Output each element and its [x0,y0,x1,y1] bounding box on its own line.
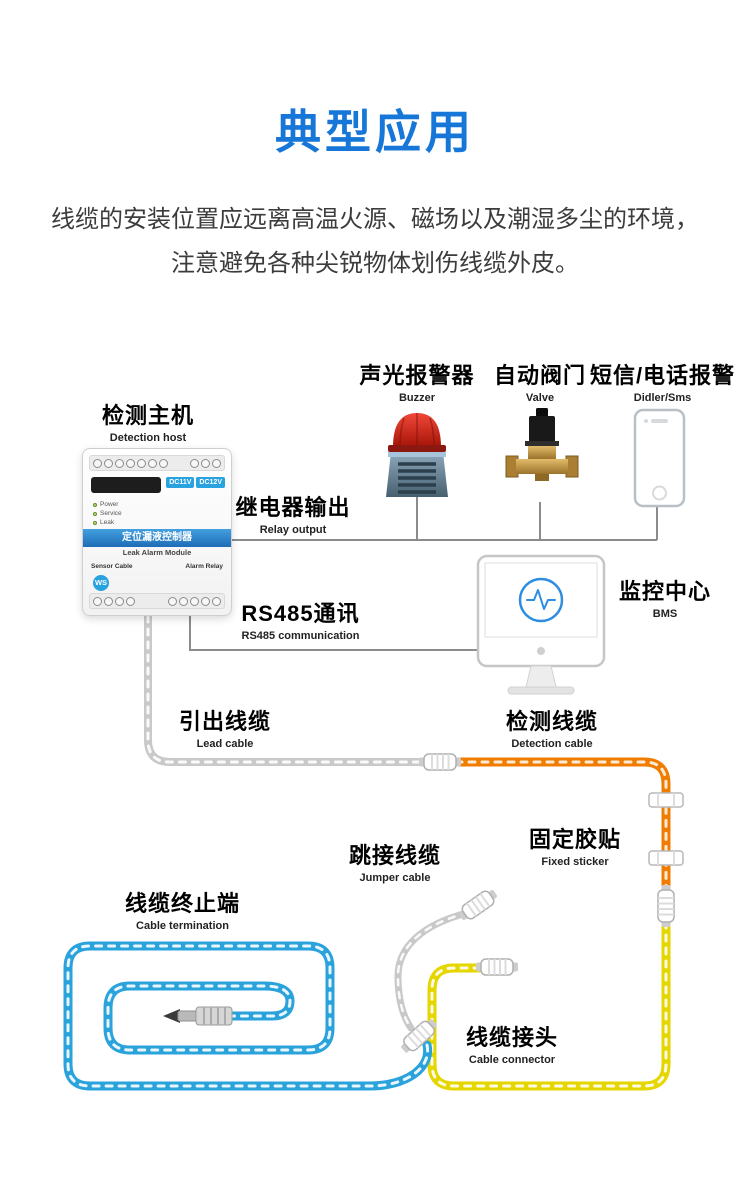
connector-jumper-top [455,885,501,925]
power-chips: DC11V DC12V [166,477,225,488]
label-cable-connector: 线缆接头 Cable connector [465,1025,558,1066]
terminal-strip-bottom [89,593,225,609]
connector-lead-detection [418,753,462,771]
power-led-label: Power [100,501,119,508]
label-monitor-center: 监控中心 BMS [618,579,711,620]
label-jumper-cable: 跳接线缆 Jumper cable [348,843,441,884]
valve-icon [505,408,579,481]
device-display [91,477,161,493]
label-buzzer: 声光报警器 Buzzer [359,363,475,404]
device-name-cn: 定位漏液控制器 [83,529,231,547]
chip-dc12v: DC12V [196,477,225,488]
label-cable-termination: 线缆终止端 Cable termination [124,891,240,932]
status-leds: Power Service Leak [93,501,122,528]
leak-led [93,520,97,525]
termination-end-icon [163,1006,233,1026]
fixed-sticker-clips [648,792,684,866]
leak-led-label: Leak [100,519,115,526]
label-fixed-sticker: 固定胶贴 Fixed sticker [528,827,621,868]
terminal-strip-top [89,455,225,471]
description-line-2: 注意避免各种尖锐物体划伤线缆外皮。 [171,250,579,277]
connector-yellow-end [475,958,519,976]
rs485-line [189,616,478,651]
monitor-icon [476,554,606,695]
description-line-1: 线缆的安装位置应远离高温火源、磁场以及潮湿多尘的环境， [51,206,699,233]
label-detection-host: 检测主机 Detection host [101,403,194,444]
label-lead-cable: 引出线缆 Lead cable [178,709,271,750]
page-title: 典型应用 [275,106,475,158]
buzzer-icon [386,413,448,497]
page-description: 线缆的安装位置应远离高温火源、磁场以及潮湿多尘的环境， 注意避免各种尖锐物体划伤… [0,198,750,286]
device-name-en: Leak Alarm Module [122,548,192,557]
terminal-group [190,458,221,468]
leak-controller-device: DC11V DC12V Power Service Leak 定位漏液控制器 L… [82,448,232,616]
service-led-label: Service [100,510,122,517]
signal-lines [189,497,658,651]
sensor-cable-port-label: Sensor Cable [91,563,133,570]
chip-dc11v: DC11V [166,477,195,488]
phone-icon [633,408,686,508]
label-sms-alarm: 短信/电话报警 Didler/Sms [589,363,736,404]
brand-logo: WS [93,575,109,591]
terminal-group [93,458,168,468]
label-rs485: RS485通讯 RS485 communication [241,601,360,642]
device-ports: Sensor Cable Alarm Relay [91,563,223,570]
alarm-relay-port-label: Alarm Relay [185,563,223,570]
label-valve: 自动阀门 Valve [493,363,586,404]
terminal-group [168,596,221,606]
terminal-group [93,596,135,606]
termination-cable-blue [63,941,433,1091]
label-detection-cable: 检测线缆 Detection cable [505,709,598,750]
label-relay-output: 继电器输出 Relay output [235,495,351,536]
power-led [93,502,97,507]
connector-orange-yellow [657,884,675,928]
service-led [93,511,97,516]
